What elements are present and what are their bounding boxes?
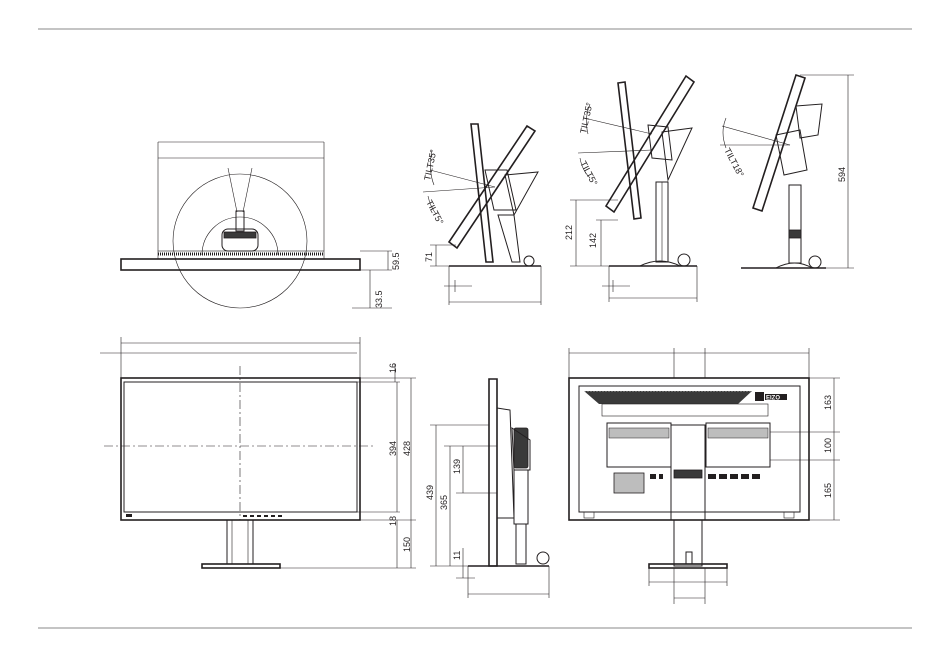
dim-163: 163 <box>823 395 833 410</box>
label-tilt35-low: TILT35° <box>422 148 438 181</box>
rear-inner-outline <box>579 386 800 512</box>
stand-column <box>789 185 801 263</box>
dim-142: 142 <box>588 233 598 248</box>
label-tilt5-low: TILT5° <box>424 198 445 226</box>
front-screen <box>124 382 357 512</box>
side-stand-upper <box>514 470 528 524</box>
rear-stand-neck <box>674 520 702 566</box>
dim-16: 16 <box>388 363 398 373</box>
tilt-ref-up <box>584 118 652 134</box>
label-tilt18: TILT18° <box>722 146 746 179</box>
rear-upper-band <box>602 404 768 416</box>
label-tilt5-raised: TILT5° <box>578 159 599 187</box>
front-view: 16 394 428 18 150 <box>100 337 416 568</box>
dim-594: 594 <box>837 167 847 182</box>
rear-foot-left <box>584 512 594 518</box>
side-view-heights: 439 365 139 11 <box>425 379 549 598</box>
top-view: 59.5 33.5 <box>121 142 401 308</box>
swivel-circle <box>173 174 307 308</box>
dim-212: 212 <box>564 225 574 240</box>
dim-139: 139 <box>452 459 462 474</box>
tilt-ref <box>722 126 790 145</box>
rear-foot-right <box>784 512 794 518</box>
hinge-arm <box>662 128 692 180</box>
top-view-panel <box>121 259 360 270</box>
dim-33-5: 33.5 <box>374 290 384 308</box>
dim-71: 71 <box>424 252 434 262</box>
side-view-tilt-low: TILT35° TILT5° 71 <box>422 124 541 305</box>
rear-vent-top <box>584 391 752 404</box>
front-control-buttons <box>243 515 282 517</box>
rear-mount-band <box>674 470 702 478</box>
rear-cable-slot <box>686 552 692 564</box>
base-knob <box>678 254 690 266</box>
side-view-tilt18: TILT18° 594 <box>720 75 854 268</box>
front-bezel <box>121 378 360 520</box>
tilt-arc <box>723 118 726 148</box>
dim-11: 11 <box>452 551 462 560</box>
base-knob <box>809 256 821 268</box>
brand-text: EIZO <box>766 396 780 402</box>
dim-100: 100 <box>823 438 833 453</box>
front-stand-neck <box>227 520 253 564</box>
dim-428: 428 <box>402 441 412 456</box>
side-stand-lower <box>516 524 526 564</box>
rear-housing <box>796 104 822 138</box>
dim-150: 150 <box>402 537 412 552</box>
dim-439: 439 <box>425 485 435 500</box>
base-knob <box>524 256 534 266</box>
dim-394: 394 <box>388 441 398 456</box>
side-base-knob <box>537 552 549 564</box>
front-logo-mark <box>126 514 132 517</box>
label-tilt35-raised: TILT35° <box>578 101 594 134</box>
side-panel <box>489 379 497 566</box>
tilt-ref-down <box>578 150 652 153</box>
dim-18: 18 <box>388 516 398 526</box>
rear-view: EIZO <box>569 348 840 604</box>
brand-logo: EIZO <box>755 392 787 402</box>
side-rear-housing <box>497 408 514 518</box>
front-stand-base <box>202 564 280 568</box>
stand-column <box>498 215 520 262</box>
dim-365: 365 <box>439 495 449 510</box>
top-view-stand-pole <box>236 211 244 231</box>
dim-59-5: 59.5 <box>391 252 401 270</box>
column-band <box>789 230 801 238</box>
hinge-arm <box>505 172 538 215</box>
dim-165: 165 <box>823 483 833 498</box>
hinge-block <box>648 125 672 160</box>
top-view-neck-band <box>224 232 256 238</box>
panel-tilted <box>753 75 805 211</box>
side-view-tilt-raised: TILT35° TILT5° 212 142 <box>564 76 697 302</box>
